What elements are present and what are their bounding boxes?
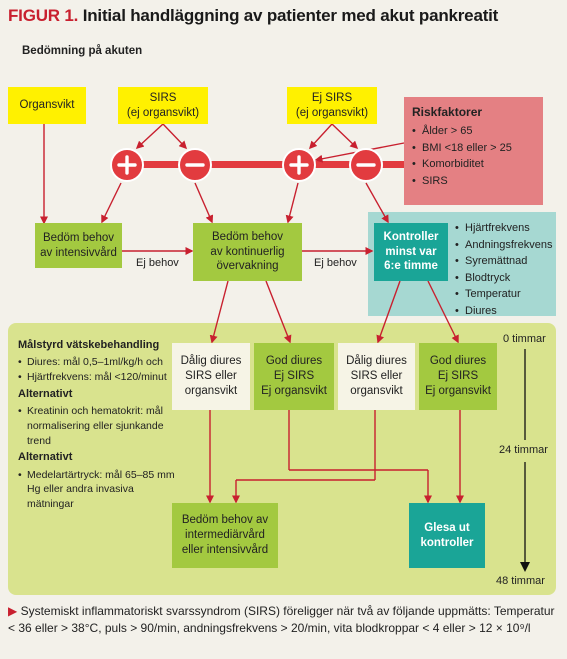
vitals-list: Hjärtfrekvens Andningsfrekvens Syremättn… — [455, 220, 555, 319]
risk-factors-title: Riskfaktorer — [412, 105, 483, 119]
outcome-line1: Dålig diures — [346, 355, 407, 368]
outcome-box: God diures Ej SIRS Ej organsvikt — [419, 343, 497, 410]
footnote-text: Systemiskt inflammatoriskt svarssyndrom … — [8, 604, 555, 635]
assess-intensive-line2: av intensivvård — [40, 246, 117, 259]
controls-line1: Kontroller — [383, 230, 439, 243]
minus-icon — [178, 148, 212, 182]
outcome-box: Dålig diures SIRS eller organsvikt — [338, 343, 415, 410]
plus-icon — [110, 148, 144, 182]
alternative-label: Alternativt — [18, 387, 73, 400]
alternative-label: Alternativt — [18, 451, 73, 464]
box-assess-continuous-monitoring: Bedöm behov av kontinuerlig övervakning — [193, 223, 302, 281]
assess-continuous-line3: övervakning — [216, 260, 279, 273]
risk-factors-box: Riskfaktorer Ålder > 65 BMI <18 eller > … — [404, 97, 543, 205]
sirs-sublabel: (ej organsvikt) — [126, 106, 200, 119]
outcome-line1: God diures — [265, 355, 323, 368]
controls-line2: minst var — [385, 245, 437, 258]
outcome-line2: Ej SIRS — [273, 370, 315, 383]
ej-sirs-sublabel: (ej organsvikt) — [295, 106, 369, 119]
fluid-goal-item: Medelartärtryck: mål 65–85 mm Hg eller a… — [18, 468, 178, 512]
decision-bar — [112, 161, 404, 168]
figure-title-text: Initial handläggning av patienter med ak… — [82, 6, 499, 25]
vital-item: Temperatur — [455, 286, 555, 303]
outcome-box: God diures Ej SIRS Ej organsvikt — [254, 343, 334, 410]
outcome-line1: Dålig diures — [180, 355, 242, 368]
fluid-therapy-heading: Målstyrd vätskebehandling — [18, 339, 160, 351]
outcome-line3: Ej organsvikt — [425, 384, 491, 397]
footnote-marker: ▶ — [8, 604, 18, 618]
figure-title: FIGUR 1. Initial handläggning av patient… — [8, 6, 498, 26]
outcome-box: Dålig diures SIRS eller organsvikt — [172, 343, 250, 410]
vital-item: Syremättnad — [455, 253, 555, 270]
assess-intensive-line1: Bedöm behov — [43, 231, 114, 244]
vital-item: Blodtryck — [455, 270, 555, 287]
ej-sirs-label: Ej SIRS — [311, 91, 353, 104]
edge-label-ej-behov: Ej behov — [136, 257, 179, 269]
assess-continuous-line2: av kontinuerlig — [210, 245, 285, 258]
timeline-0h: 0 timmar — [503, 333, 546, 345]
box-assess-intermediate-care: Bedöm behov av intermediärvård eller int… — [172, 503, 278, 568]
vital-item: Andningsfrekvens — [455, 237, 555, 254]
outcome-line2: SIRS eller — [185, 370, 237, 383]
intermediate-line3: eller intensivvård — [181, 543, 269, 556]
fluid-therapy-panel: Målstyrd vätskebehandling Diures: mål 0,… — [18, 336, 178, 514]
box-controls: Kontroller minst var 6:e timme — [374, 223, 448, 281]
minus-icon — [349, 148, 383, 182]
assess-continuous-line1: Bedöm behov — [212, 230, 283, 243]
timeline-24h: 24 timmar — [497, 444, 550, 456]
controls-line3: 6:e timme — [384, 260, 438, 273]
sparse-line2: kontroller — [420, 536, 474, 549]
risk-factor-item: SIRS — [412, 173, 535, 190]
outcome-line3: Ej organsvikt — [261, 384, 327, 397]
organsvikt-label: Organsvikt — [19, 99, 75, 112]
outcome-line1: God diures — [429, 355, 487, 368]
sirs-label: SIRS — [149, 91, 177, 104]
vital-item: Hjärtfrekvens — [455, 220, 555, 237]
fluid-goal-item: Hjärtfrekvens: mål <120/minut — [18, 370, 178, 385]
risk-factor-item: BMI <18 eller > 25 — [412, 140, 535, 157]
risk-factor-item: Ålder > 65 — [412, 123, 535, 140]
section-subtitle: Bedömning på akuten — [22, 45, 143, 57]
intermediate-line2: intermediärvård — [185, 529, 265, 542]
fluid-goal-item: Kreatinin och hematokrit: mål normaliser… — [18, 404, 178, 448]
edge-label-ej-behov: Ej behov — [314, 257, 357, 269]
box-ej-sirs: Ej SIRS (ej organsvikt) — [287, 87, 377, 124]
outcome-line3: organsvikt — [184, 384, 238, 397]
risk-factor-item: Komorbiditet — [412, 156, 535, 173]
outcome-line2: Ej SIRS — [437, 370, 479, 383]
fluid-goal-item: Diures: mål 0,5–1ml/kg/h och — [18, 355, 178, 370]
vital-item: Diures — [455, 303, 555, 320]
box-sparse-controls: Glesa ut kontroller — [409, 503, 485, 568]
sirs-footnote: ▶ Systemiskt inflammatoriskt svarssyndro… — [8, 603, 560, 636]
box-assess-intensive-care: Bedöm behov av intensivvård — [35, 223, 122, 268]
outcome-line2: SIRS eller — [350, 370, 403, 383]
intermediate-line1: Bedöm behov av — [181, 514, 269, 527]
box-organsvikt: Organsvikt — [8, 87, 86, 124]
box-sirs: SIRS (ej organsvikt) — [118, 87, 208, 124]
sparse-line1: Glesa ut — [424, 521, 470, 534]
timeline-48h: 48 timmar — [496, 575, 545, 587]
figure-tag: FIGUR 1. — [8, 6, 79, 25]
plus-icon — [282, 148, 316, 182]
outcome-line3: organsvikt — [350, 384, 403, 397]
